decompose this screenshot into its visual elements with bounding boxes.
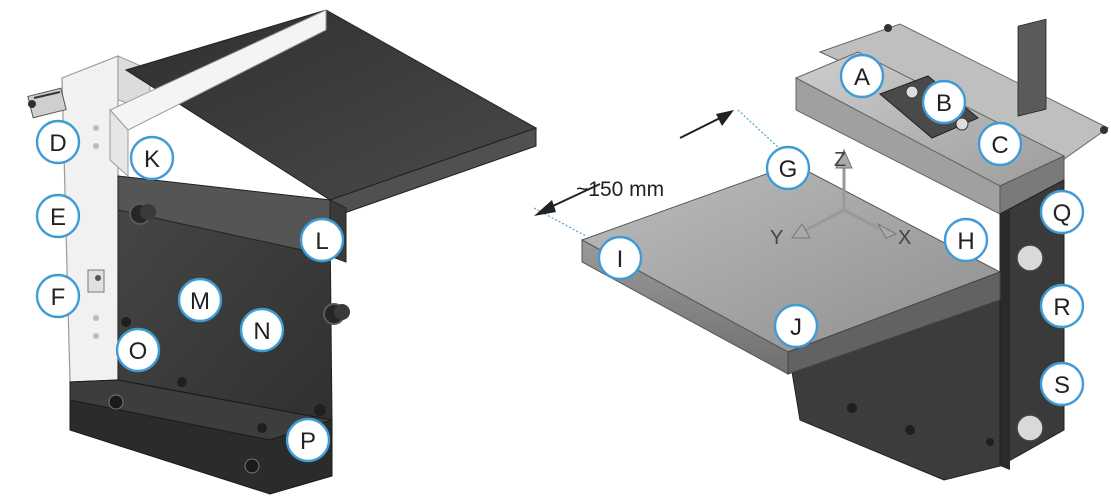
callout-D: D [35, 119, 81, 165]
callout-K: K [129, 135, 175, 181]
callout-P: P [285, 417, 331, 463]
svg-text:L: L [315, 228, 328, 255]
svg-text:K: K [144, 146, 160, 173]
callout-F: F [35, 273, 81, 319]
callout-M: M [177, 277, 223, 323]
coordinate-axes: Z Y X [770, 148, 911, 249]
callout-S: S [1039, 361, 1085, 407]
svg-text:D: D [49, 130, 66, 157]
callout-L: L [299, 217, 345, 263]
svg-text:Q: Q [1053, 200, 1072, 227]
svg-text:B: B [936, 90, 952, 117]
callout-C: C [977, 121, 1023, 167]
dimension-150mm: ~150 mm [533, 109, 795, 237]
callout-H: H [943, 217, 989, 263]
svg-text:I: I [617, 246, 624, 273]
callout-B: B [921, 79, 967, 125]
dimension-label: ~150 mm [576, 178, 664, 201]
svg-text:H: H [957, 228, 974, 255]
svg-text:F: F [51, 284, 66, 311]
callout-N: N [239, 307, 285, 353]
callout-I: I [597, 235, 643, 281]
svg-text:O: O [129, 338, 148, 365]
svg-text:M: M [190, 288, 210, 315]
svg-text:N: N [253, 318, 270, 345]
callout-Q: Q [1039, 189, 1085, 235]
upper-finger-top [124, 9, 538, 201]
svg-text:A: A [854, 64, 870, 91]
axis-x-label: X [898, 227, 911, 249]
svg-text:P: P [300, 428, 316, 455]
axis-y-label: Y [770, 227, 783, 249]
callout-G: G [765, 145, 811, 191]
svg-text:S: S [1054, 372, 1070, 399]
svg-text:C: C [991, 132, 1008, 159]
left-view [27, 9, 538, 495]
svg-text:J: J [790, 314, 802, 341]
callout-O: O [115, 327, 161, 373]
side-knob [1016, 244, 1044, 272]
svg-text:R: R [1053, 294, 1070, 321]
side-knob [1016, 414, 1044, 442]
callout-J: J [773, 303, 819, 349]
axis-z-label: Z [834, 149, 846, 171]
svg-text:G: G [779, 156, 798, 183]
svg-text:E: E [50, 204, 66, 231]
callout-E: E [35, 193, 81, 239]
callout-R: R [1039, 283, 1085, 329]
callout-A: A [839, 53, 885, 99]
